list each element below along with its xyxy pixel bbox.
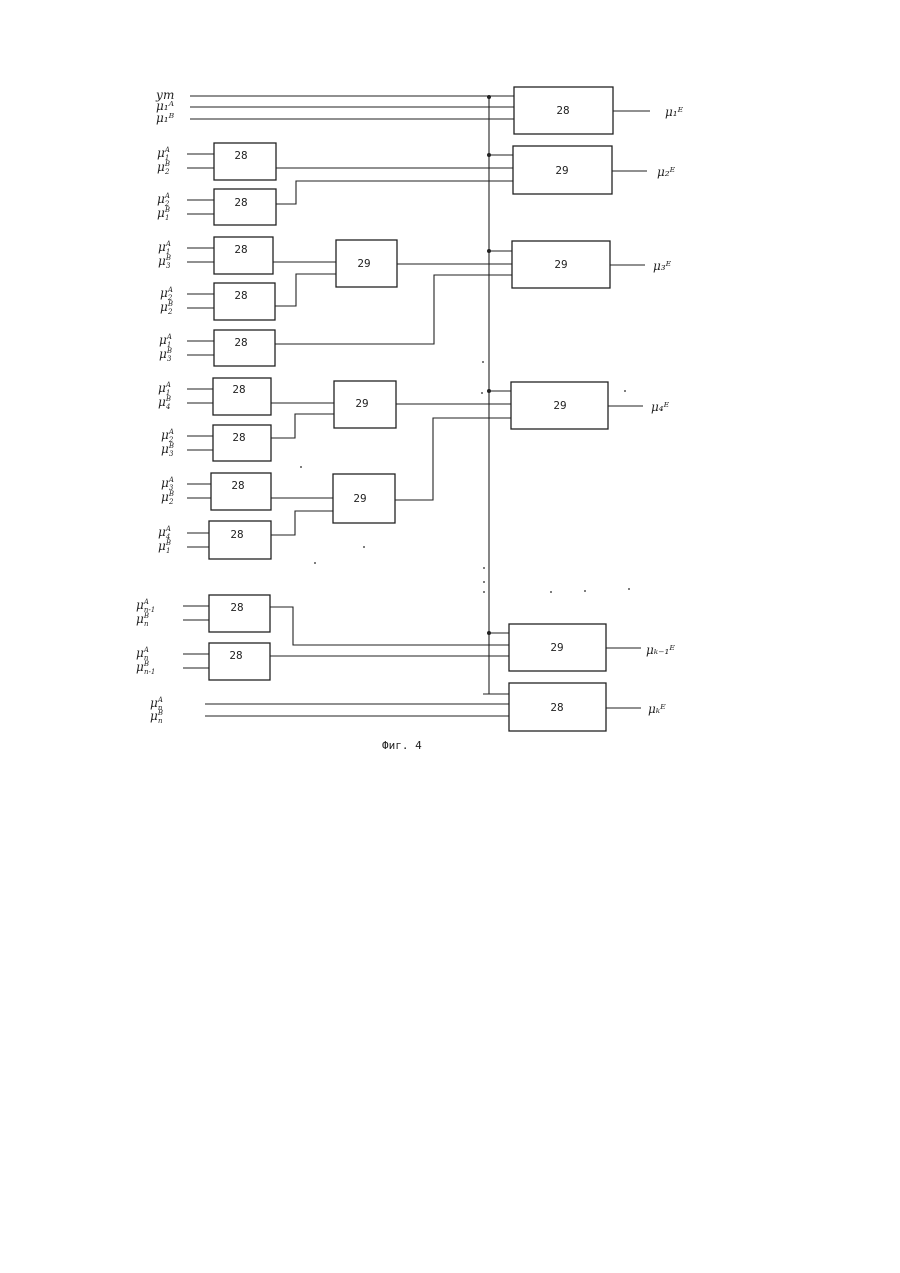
svg-text:29: 29 [353, 492, 366, 505]
block-28: 28 [514, 87, 613, 134]
figure-caption: Фиг. 4 [382, 739, 422, 752]
input-label: μB2 [160, 300, 173, 316]
block-28: 28 [214, 330, 275, 366]
output-label: μ₂ᴱ [657, 165, 676, 179]
svg-text:28: 28 [234, 336, 247, 349]
input-label: μBn-1 [136, 660, 155, 676]
svg-text:28: 28 [232, 383, 245, 396]
svg-text:28: 28 [550, 701, 563, 714]
svg-text:29: 29 [555, 164, 568, 177]
svg-text:29: 29 [554, 258, 567, 271]
output-label: μₖ₋₁ᴱ [646, 643, 675, 657]
block-28: 28 [209, 595, 270, 632]
input-label: μB1 [158, 539, 171, 555]
output-label: μₖᴱ [648, 702, 666, 716]
block-28: 28 [213, 425, 271, 461]
input-label: μ₁ᴮ [156, 111, 175, 125]
input-label: μB4 [158, 395, 171, 411]
block-28: 28 [211, 473, 271, 510]
svg-text:28: 28 [234, 149, 247, 162]
block-29: 29 [511, 382, 608, 429]
svg-text:28: 28 [230, 601, 243, 614]
svg-text:29: 29 [553, 399, 566, 412]
block-29: 29 [513, 146, 612, 194]
output-label: μ₃ᴱ [653, 259, 672, 273]
block-29: 29 [509, 624, 606, 671]
output-label: μ₁ᴱ [665, 105, 684, 119]
svg-text:29: 29 [355, 397, 368, 410]
block-29: 29 [512, 241, 610, 288]
input-label: μBn [150, 709, 163, 725]
svg-text:28: 28 [231, 479, 244, 492]
svg-text:28: 28 [556, 104, 569, 117]
svg-text:28: 28 [234, 289, 247, 302]
block-28: 28 [209, 521, 271, 559]
svg-text:28: 28 [229, 649, 242, 662]
input-label: μB2 [157, 160, 170, 176]
block-28: 28 [214, 237, 273, 274]
input-label: μB3 [158, 254, 171, 270]
block-28: 28 [209, 643, 270, 680]
block-29: 29 [334, 381, 396, 428]
svg-text:28: 28 [230, 528, 243, 541]
block-29: 29 [336, 240, 397, 287]
block-29: 29 [333, 474, 395, 523]
block-28: 28 [214, 143, 276, 180]
input-label: μBn [136, 612, 149, 628]
input-label: μB1 [157, 206, 170, 222]
svg-text:29: 29 [550, 641, 563, 654]
input-label: μB2 [161, 490, 174, 506]
svg-text:29: 29 [357, 257, 370, 270]
svg-text:28: 28 [234, 196, 247, 209]
svg-text:28: 28 [232, 431, 245, 444]
input-label: μB3 [161, 442, 174, 458]
block-28: 28 [509, 683, 606, 731]
svg-text:28: 28 [234, 243, 247, 256]
block-28: 28 [213, 378, 271, 415]
block-28: 28 [214, 283, 275, 320]
input-label: μB3 [159, 347, 172, 363]
block-28: 28 [214, 189, 276, 225]
output-label: μ₄ᴱ [651, 400, 670, 414]
